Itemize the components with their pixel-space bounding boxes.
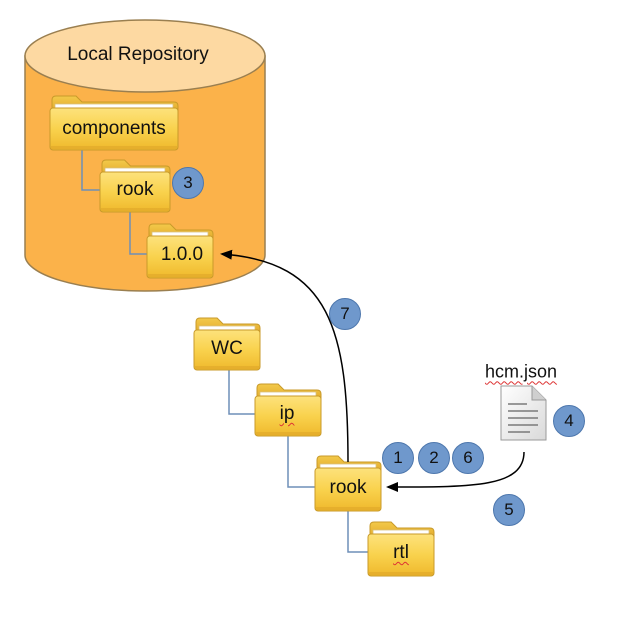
config-arrow [386, 451, 525, 493]
folder-label-rook-repo: rook [116, 179, 154, 200]
document-icon [500, 385, 547, 441]
folder-version [146, 223, 214, 279]
folder-components [49, 95, 179, 151]
step-badge-5: 5 [493, 494, 525, 526]
folder-rook-repo [99, 159, 171, 213]
folder-label-components: components [62, 118, 166, 139]
tree-connectors [81, 150, 368, 553]
publish-arrow [220, 249, 349, 463]
repository-title: Local Repository [67, 44, 209, 65]
folder-ip [254, 383, 322, 437]
folder-rook-wc [314, 455, 382, 512]
folder-rtl [367, 521, 435, 577]
file-label-hcm-json: hcm.json [484, 361, 558, 382]
step-badge-6: 6 [452, 442, 484, 474]
step-badge-3: 3 [172, 167, 204, 199]
step-badge-7: 7 [329, 298, 361, 330]
folder-label-rtl: rtl [393, 542, 409, 563]
folder-label-rook-wc: rook [329, 477, 367, 498]
step-badge-2: 2 [418, 442, 450, 474]
step-badge-1: 1 [382, 442, 414, 474]
folder-label-wc: WC [211, 338, 243, 359]
step-badge-4: 4 [553, 405, 585, 437]
folder-label-ip: ip [279, 403, 295, 424]
folder-label-version: 1.0.0 [160, 244, 204, 265]
folder-wc [193, 317, 261, 371]
